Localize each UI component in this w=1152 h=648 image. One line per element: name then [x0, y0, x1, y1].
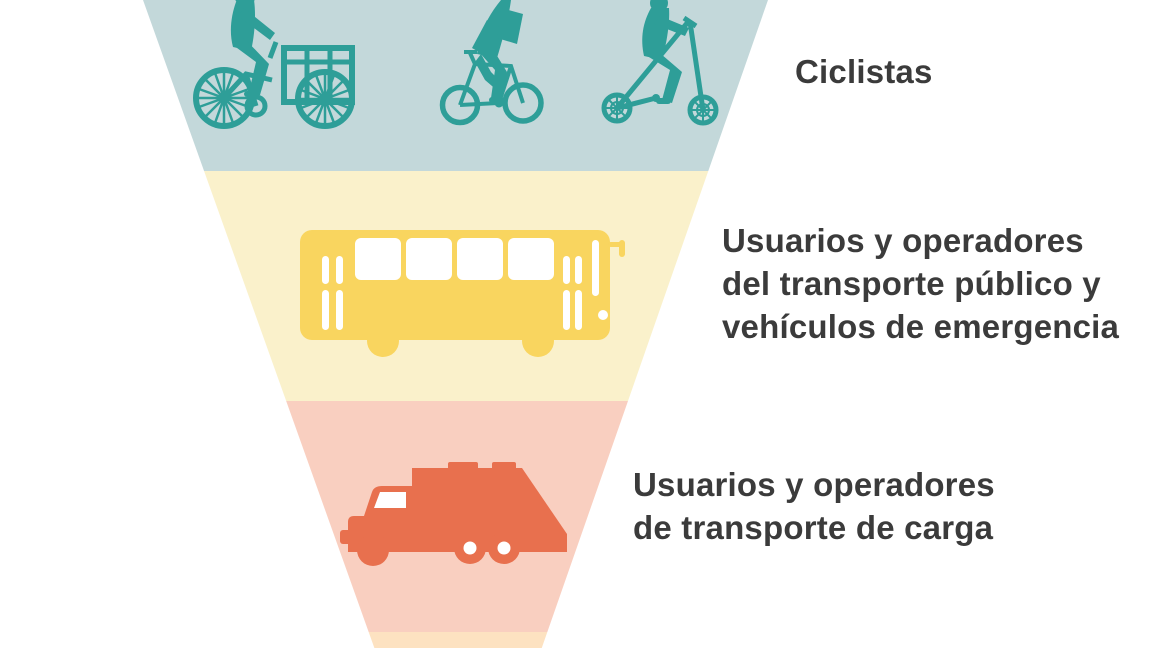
bus-icon: [298, 224, 638, 359]
label-transporte-publico: Usuarios y operadores del transporte púb…: [722, 222, 1120, 345]
bicycle-rider-icon: [439, 0, 549, 126]
label-transporte-carga: Usuarios y operadores de transporte de c…: [633, 466, 995, 546]
band-nivel-inferior-parcial: [143, 632, 768, 648]
label-ciclistas: Ciclistas: [795, 53, 933, 90]
band-transporte-carga: [143, 401, 768, 632]
band-ciclistas: [143, 0, 768, 171]
cargo-truck-icon: [340, 458, 570, 566]
folding-bike-rider-icon: [590, 0, 725, 130]
cargo-tricycle-rider-icon: [188, 0, 360, 133]
